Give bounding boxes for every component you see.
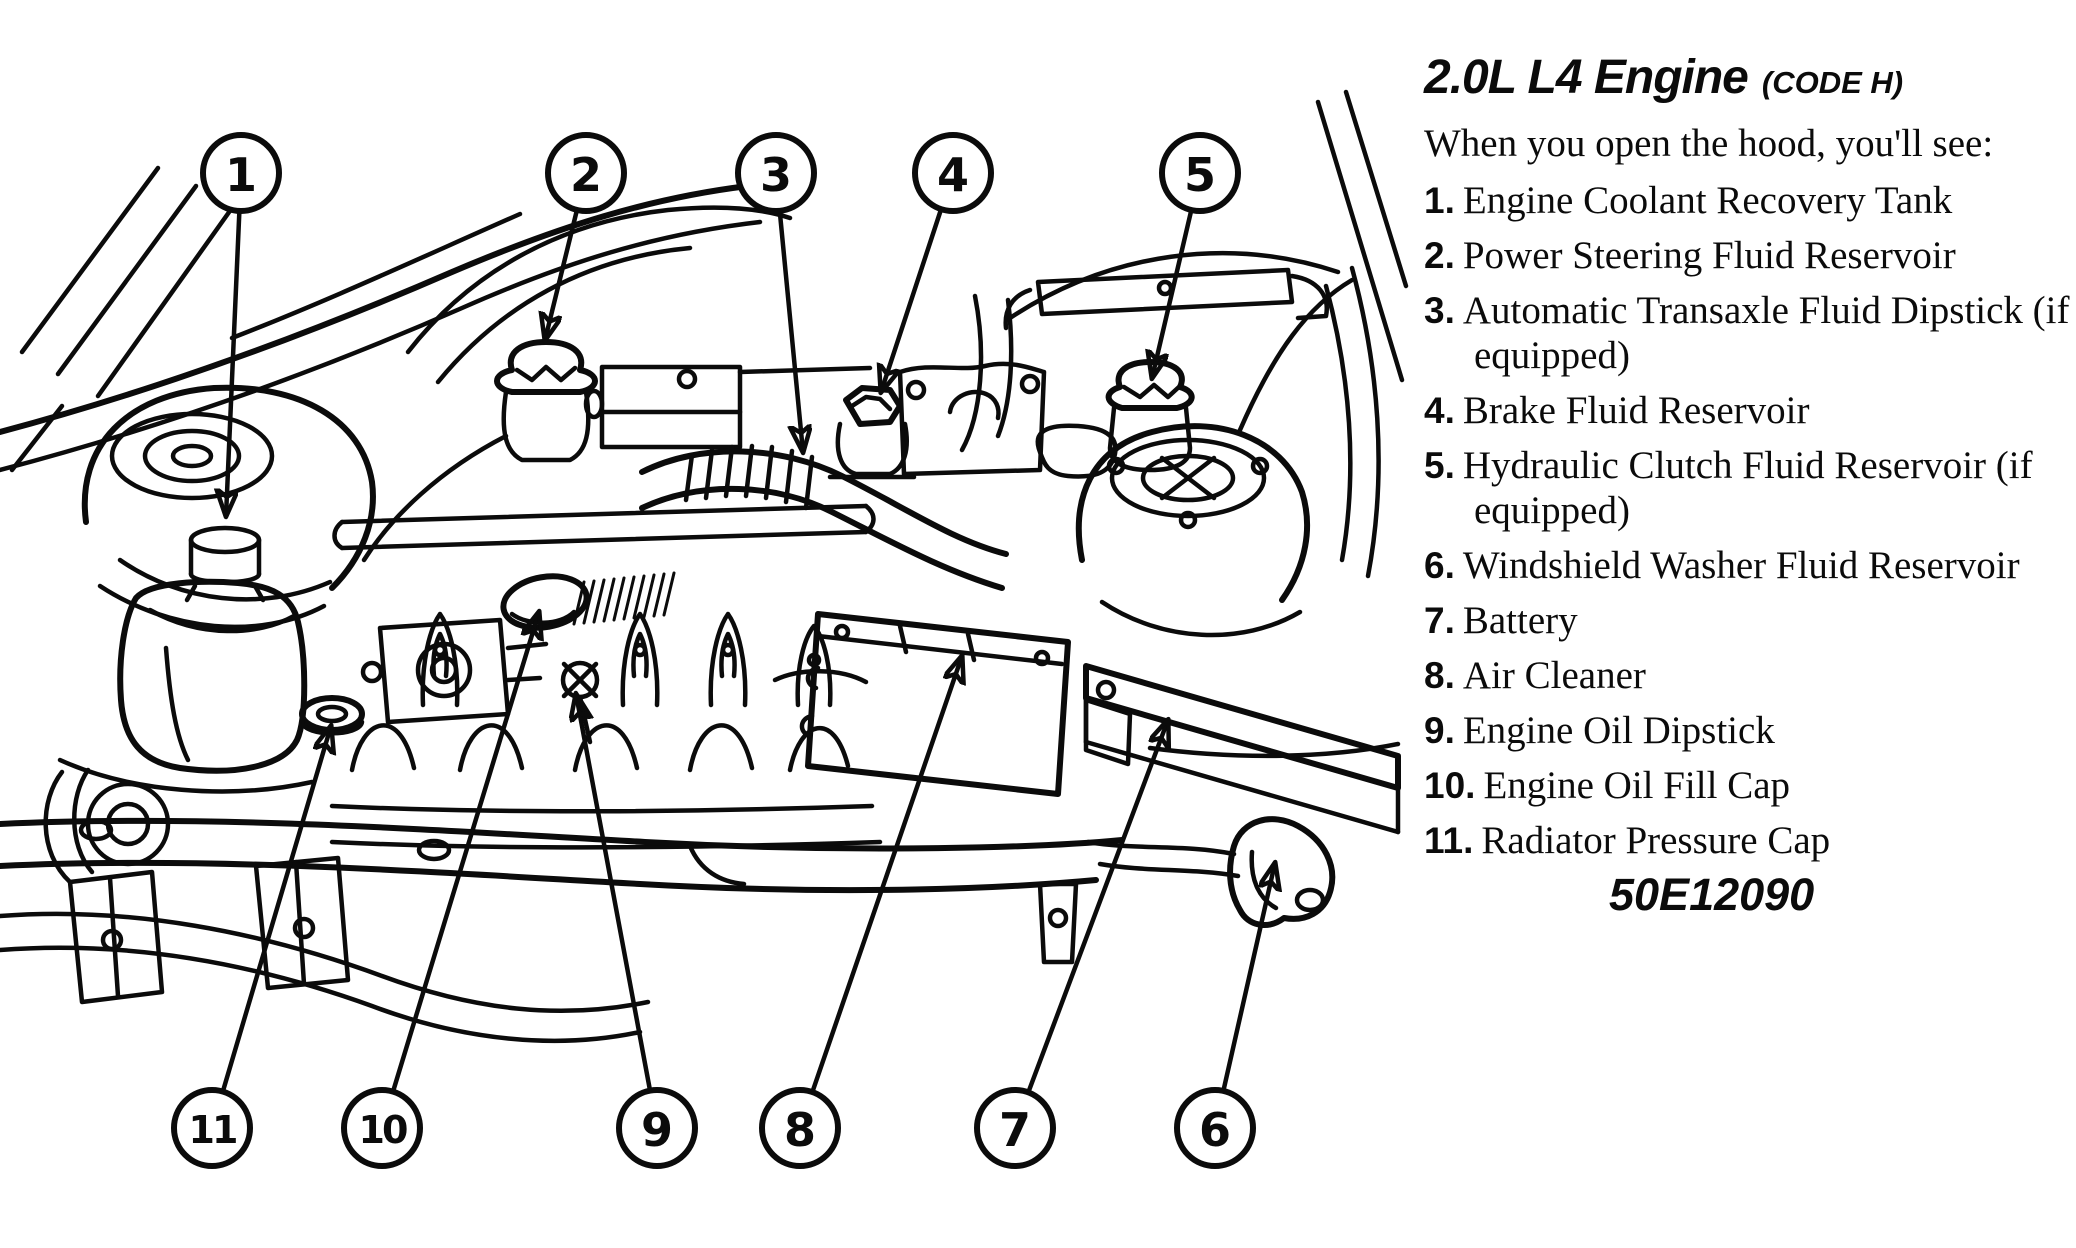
legend-item-label: Automatic Transaxle Fluid Dipstick (if e…: [1462, 289, 2070, 377]
page-title-code: (CODE H): [1761, 65, 1904, 100]
legend-intro: When you open the hood, you'll see:: [1424, 122, 1994, 165]
callout-number-11: 11: [189, 1108, 236, 1152]
callout-circle-5: [1159, 132, 1241, 214]
legend-item: 8.Air Cleaner: [1424, 653, 2074, 698]
legend-item: 7.Battery: [1424, 598, 2074, 643]
callout-leader-6: [1221, 863, 1275, 1092]
callout-leader-5: [1152, 209, 1194, 378]
callout-number-5: 5: [1184, 148, 1216, 202]
legend-item-number: 2.: [1424, 235, 1455, 276]
legend-item-number: 8.: [1424, 655, 1455, 696]
engine-bay-figure: 1 2 3 4 5 6 7 8 9 10 11: [0, 89, 1409, 1169]
legend-item-label: Windshield Washer Fluid Reservoir: [1462, 544, 2020, 587]
legend-item-number: 9.: [1424, 710, 1455, 751]
legend-item: 3.Automatic Transaxle Fluid Dipstick (if…: [1424, 288, 2074, 378]
legend-item-label: Hydraulic Clutch Fluid Reservoir (if equ…: [1462, 444, 2033, 532]
engine-art-group: [0, 89, 1409, 1044]
callout-circle-3: [735, 132, 817, 214]
legend-title-row: 2.0L L4 Engine (CODE H): [1424, 50, 2074, 105]
callout-circle-8: [759, 1087, 841, 1169]
legend-item-number: 5.: [1424, 445, 1455, 486]
callout-circle-6: [1174, 1087, 1256, 1169]
legend-item: 11.Radiator Pressure Cap: [1424, 818, 2074, 863]
callout-number-6: 6: [1199, 1103, 1231, 1157]
legend-item: 5.Hydraulic Clutch Fluid Reservoir (if e…: [1424, 443, 2074, 533]
legend-item-label: Battery: [1462, 599, 1578, 642]
engine-line-art: 1 2 3 4 5 6 7 8 9 10 11: [0, 89, 1409, 1169]
callouts-group: 1 2 3 4 5 6 7 8 9 10 11: [171, 132, 1275, 1169]
page-title: 2.0L L4 Engine: [1424, 51, 1749, 104]
callout-number-2: 2: [570, 148, 602, 202]
legend-item-label: Power Steering Fluid Reservoir: [1462, 234, 1956, 277]
legend-item-label: Brake Fluid Reservoir: [1462, 389, 1810, 432]
legend: 2.0L L4 Engine (CODE H) When you open th…: [1424, 50, 2074, 921]
callout-leader-8: [810, 656, 962, 1093]
callout-circle-7: [974, 1087, 1056, 1169]
legend-item-number: 10.: [1424, 765, 1476, 806]
legend-item-number: 4.: [1424, 390, 1455, 431]
callout-number-4: 4: [937, 148, 969, 202]
legend-item-number: 7.: [1424, 600, 1455, 641]
legend-item-label: Radiator Pressure Cap: [1481, 819, 1831, 862]
callout-number-7: 7: [999, 1103, 1031, 1157]
legend-item-label: Engine Oil Dipstick: [1462, 709, 1775, 752]
legend-item: 10.Engine Oil Fill Cap: [1424, 763, 2074, 808]
legend-item-number: 11.: [1424, 820, 1474, 861]
legend-item-label: Engine Coolant Recovery Tank: [1462, 179, 1953, 222]
callout-circle-4: [912, 132, 994, 214]
callout-leader-1: [226, 210, 242, 516]
callout-number-10: 10: [359, 1108, 407, 1152]
callout-number-1: 1: [225, 148, 257, 202]
legend-item: 2.Power Steering Fluid Reservoir: [1424, 233, 2074, 278]
callout-leader-4: [881, 208, 943, 392]
legend-item-number: 6.: [1424, 545, 1455, 586]
callout-leader-3: [777, 210, 803, 452]
callout-number-9: 9: [641, 1103, 673, 1157]
callout-circle-10: [341, 1087, 423, 1169]
callout-leader-9: [576, 694, 652, 1091]
legend-list: 1.Engine Coolant Recovery Tank 2.Power S…: [1424, 178, 2074, 863]
legend-item: 9.Engine Oil Dipstick: [1424, 708, 2074, 753]
figure-code: 50E12090: [1609, 869, 1815, 920]
legend-item-number: 3.: [1424, 290, 1455, 331]
callout-leader-10: [391, 612, 539, 1092]
legend-item: 6.Windshield Washer Fluid Reservoir: [1424, 543, 2074, 588]
callout-leader-7: [1026, 720, 1168, 1093]
callout-leader-2: [545, 209, 579, 340]
callout-circle-9: [616, 1087, 698, 1169]
callout-leader-11: [221, 726, 331, 1092]
legend-item-number: 1.: [1424, 180, 1455, 221]
legend-item: 4.Brake Fluid Reservoir: [1424, 388, 2074, 433]
callout-number-3: 3: [760, 148, 792, 202]
callout-circle-11: [171, 1087, 253, 1169]
legend-item-label: Engine Oil Fill Cap: [1483, 764, 1791, 807]
callout-circle-2: [545, 132, 627, 214]
legend-item: 1.Engine Coolant Recovery Tank: [1424, 178, 2074, 223]
callout-circle-1: [200, 132, 282, 214]
legend-item-label: Air Cleaner: [1462, 654, 1646, 697]
callout-number-8: 8: [784, 1103, 816, 1157]
